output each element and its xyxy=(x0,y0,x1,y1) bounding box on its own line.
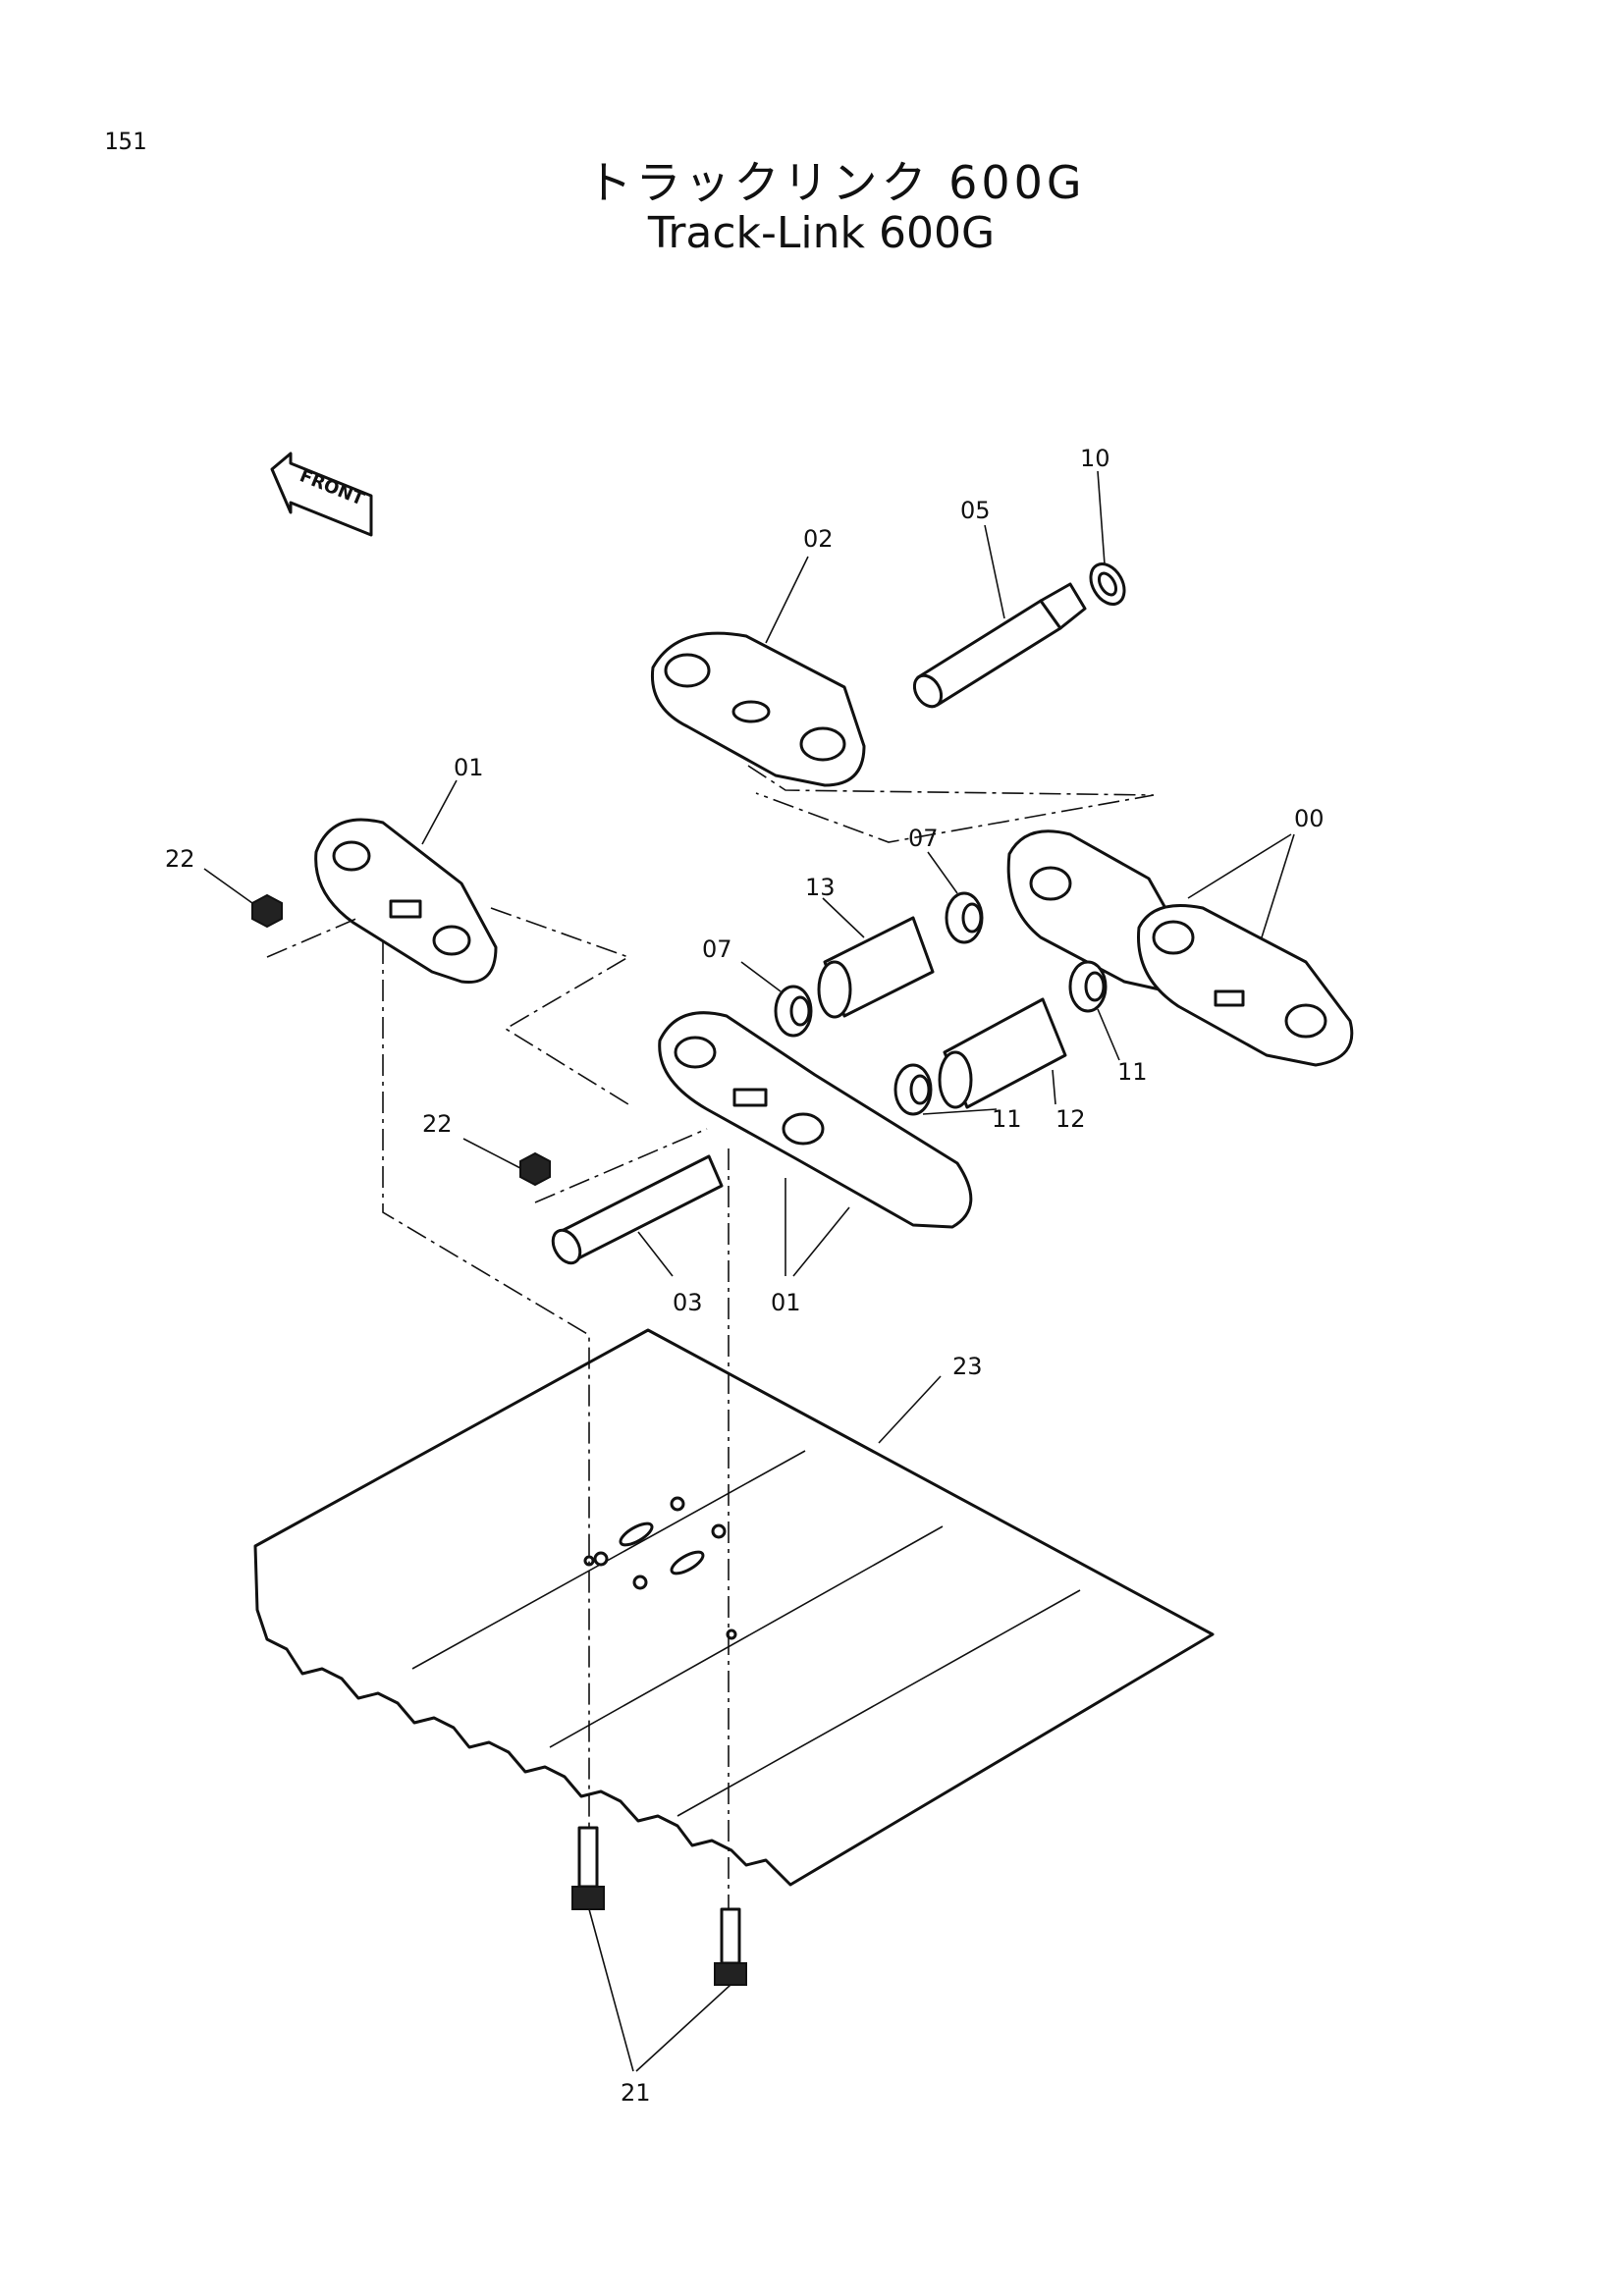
seal-07-upper xyxy=(945,891,984,944)
title-japanese: トラックリンク 600G xyxy=(586,156,1086,209)
track-shoe-23 xyxy=(253,1328,1215,1887)
seal-07-lower xyxy=(774,985,813,1038)
title-english: Track-Link 600G xyxy=(647,208,996,258)
callout-07-upper: 07 xyxy=(908,825,939,852)
callout-11-lower: 11 xyxy=(992,1105,1022,1133)
snap-ring-10 xyxy=(1089,562,1126,606)
callout-22-lower: 22 xyxy=(422,1110,453,1138)
pin-05 xyxy=(912,582,1087,709)
bushing-12 xyxy=(938,997,1067,1109)
assembly-lines xyxy=(266,765,1155,1909)
callout-11-upper: 11 xyxy=(1117,1058,1148,1086)
bushing-13 xyxy=(817,916,935,1019)
callout-01-upper: 01 xyxy=(454,754,484,781)
callout-23: 23 xyxy=(952,1353,983,1380)
pin-03 xyxy=(551,1154,724,1265)
link-01-lower xyxy=(658,1011,973,1229)
callout-13: 13 xyxy=(805,874,836,901)
leader-lines xyxy=(203,470,1295,2072)
bolt-21-left xyxy=(571,1826,605,1910)
link-02 xyxy=(650,631,866,787)
callout-05: 05 xyxy=(960,497,991,524)
page-number: 151 xyxy=(104,128,147,155)
link-01-upper xyxy=(314,818,498,985)
callout-10: 10 xyxy=(1080,445,1110,472)
callout-12: 12 xyxy=(1055,1105,1086,1133)
callout-21: 21 xyxy=(621,2079,651,2107)
callout-01-lower: 01 xyxy=(771,1289,801,1316)
callout-07-lower: 07 xyxy=(702,935,732,963)
link-00-right xyxy=(1006,829,1354,1067)
seal-11-lower xyxy=(893,1063,933,1116)
front-arrow-icon: FRONT xyxy=(270,452,373,537)
seal-11-upper xyxy=(1068,960,1108,1013)
bolt-21-right xyxy=(714,1907,747,1986)
callout-03: 03 xyxy=(673,1289,703,1316)
callout-labels: 10 05 02 01 00 22 07 13 07 11 12 11 22 0… xyxy=(165,445,1325,2107)
nut-22-upper xyxy=(251,893,283,929)
callout-22-upper: 22 xyxy=(165,845,195,873)
nut-22-lower xyxy=(519,1151,551,1187)
callout-02: 02 xyxy=(803,525,834,553)
callout-00: 00 xyxy=(1294,805,1325,832)
